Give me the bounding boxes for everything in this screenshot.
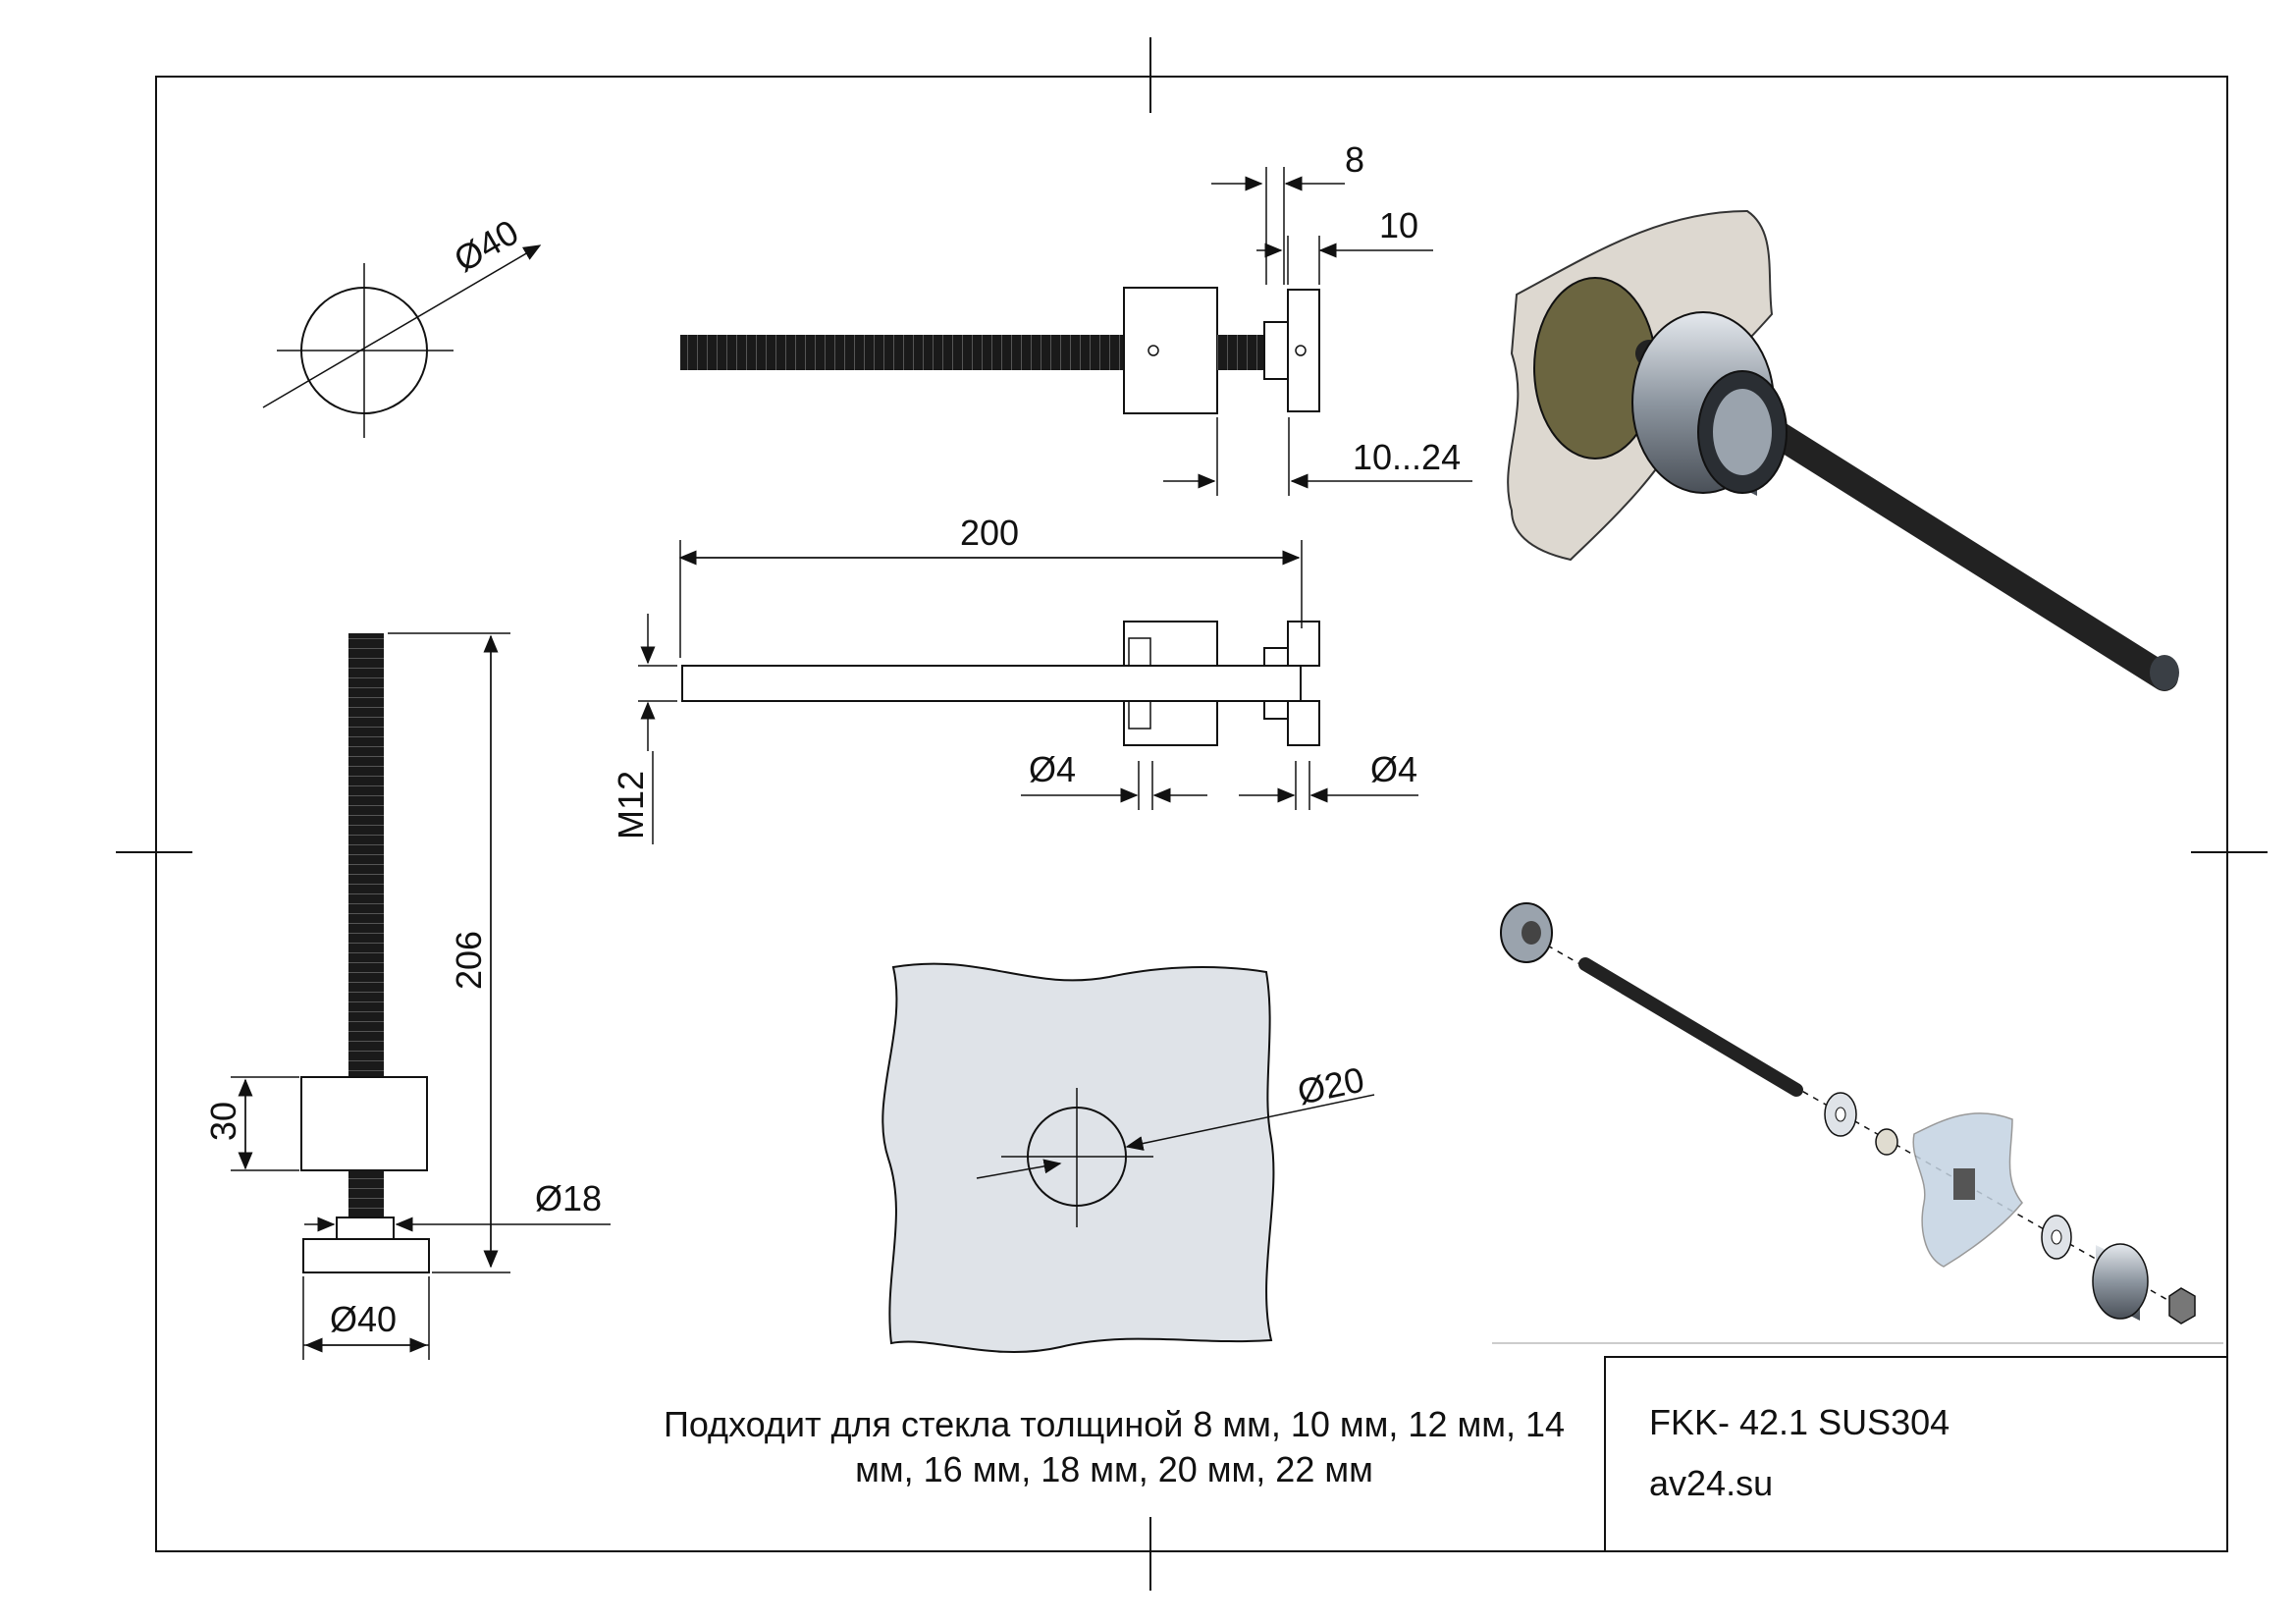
dim-gap-10: 10	[1379, 205, 1418, 245]
side-view-top: 8 10 10...24	[680, 139, 1472, 496]
section-view: 200 M12 Ø4 Ø4	[611, 513, 1418, 844]
compatibility-note: Подходит для стекла толщиной 8 мм, 10 мм…	[618, 1402, 1610, 1492]
dim-height: 206	[449, 931, 489, 990]
rod-vertical	[348, 633, 384, 1077]
dim-hole-right: Ø4	[1370, 749, 1417, 789]
dim-glass-hole: Ø20	[1294, 1059, 1367, 1112]
website: av24.su	[1649, 1463, 1774, 1503]
dim-base-dia: Ø40	[330, 1299, 397, 1339]
title-block-frame	[1604, 1356, 2228, 1552]
assembly-3d-view	[1507, 209, 2179, 691]
dim-hole-left: Ø4	[1029, 749, 1076, 789]
dim-top-dia: Ø40	[448, 211, 525, 280]
part-number: FKK- 42.1 SUS304	[1649, 1402, 1950, 1442]
top-view-circle: Ø40	[262, 211, 542, 438]
cap-cylinder	[1123, 287, 1218, 414]
threaded-rod	[680, 335, 1124, 370]
base-disc	[1287, 289, 1320, 412]
dim-length: 200	[960, 513, 1019, 553]
sheet-frame	[116, 37, 2268, 1591]
dim-washer-dia: Ø18	[535, 1178, 602, 1218]
dim-range: 10...24	[1353, 437, 1461, 477]
dim-cap-height: 30	[203, 1102, 243, 1141]
note-line-2: мм, 16 мм, 18 мм, 20 мм, 22 мм	[855, 1449, 1373, 1489]
elevation-view: 206 30 Ø18 Ø40	[203, 632, 611, 1360]
dim-thread: M12	[611, 771, 651, 839]
dim-gap-8: 8	[1345, 139, 1364, 180]
glass-panel: Ø20	[881, 962, 1375, 1354]
exploded-view	[1492, 902, 2223, 1344]
note-line-1: Подходит для стекла толщиной 8 мм, 10 мм…	[663, 1404, 1566, 1444]
